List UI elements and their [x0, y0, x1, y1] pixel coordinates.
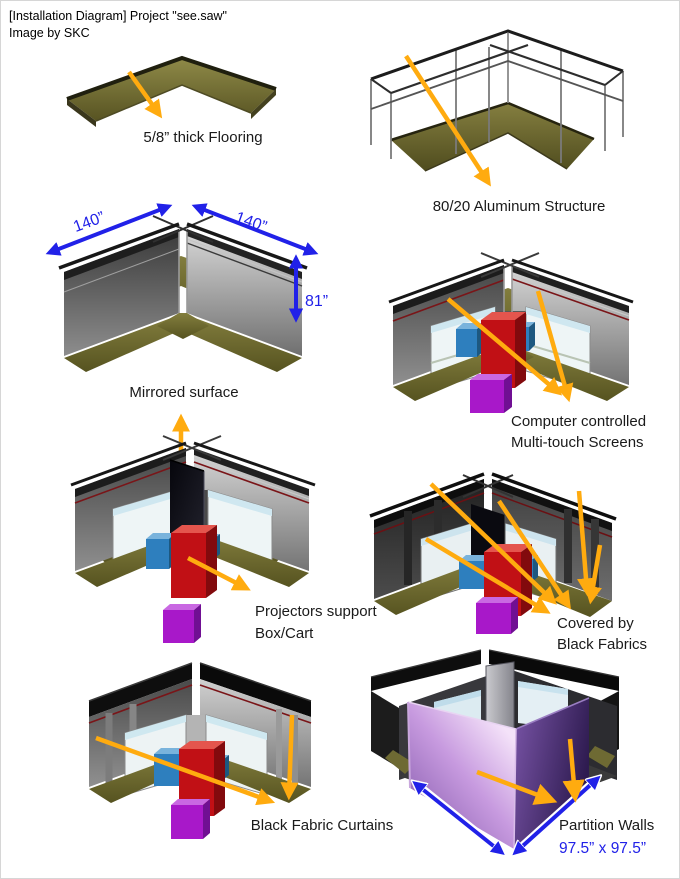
multitouch-screens-render	[388, 252, 634, 413]
corner-frame	[70, 435, 316, 487]
partition-walls-label: Partition Walls	[559, 817, 655, 834]
fabrics-label-line2: Black Fabrics	[557, 636, 648, 653]
page-title: [Installation Diagram] Project "see.saw"	[9, 9, 227, 23]
mirrored-walls-render: 140” 140” 81”	[45, 203, 328, 372]
projector-box-magenta	[470, 374, 512, 413]
projector-box-magenta	[476, 597, 518, 634]
floor-sliver-left	[385, 750, 415, 774]
projector-label-line2: Box/Cart	[255, 625, 314, 642]
black-fabrics-label: Covered by Black Fabrics	[557, 613, 647, 655]
projector-box-magenta	[163, 604, 201, 643]
orange-arrow	[186, 556, 251, 591]
orange-arrows	[424, 482, 603, 614]
dimension-width-right: 140”	[233, 209, 269, 236]
orange-arrow	[446, 297, 563, 396]
black-fabric-top-right	[199, 662, 312, 717]
orange-arrow	[95, 735, 276, 806]
multitouch-screens-label: Computer controlled Multi-touch Screens	[511, 411, 646, 453]
orange-arrow	[562, 738, 585, 803]
fabric-curtains-render	[88, 662, 312, 839]
fabrics-label-line1: Covered by	[557, 615, 634, 632]
projector-label-line1: Projectors support	[255, 603, 377, 620]
dimension-height: 81”	[305, 293, 328, 310]
partition-walls-dimension: 97.5” x 97.5”	[559, 840, 647, 857]
projector-box-magenta	[171, 799, 210, 839]
fabric-curtains-label: Black Fabric Curtains	[250, 817, 394, 834]
projector-cart-label: Projectors support Box/Cart	[255, 601, 377, 645]
orange-arrow	[476, 769, 558, 805]
orange-arrow	[280, 714, 299, 801]
orange-arrow	[404, 54, 491, 187]
orange-arrow	[127, 70, 163, 119]
black-fabric-roof	[370, 649, 620, 691]
projector-box-blue-left	[146, 533, 176, 569]
mirror-column-render	[70, 413, 316, 643]
image-credit: Image by SKC	[9, 26, 90, 40]
multitouch-label-line2: Multi-touch Screens	[511, 434, 644, 451]
blue-dimension-arrows	[45, 203, 319, 323]
partition-walls-render	[370, 649, 620, 861]
floor-slab	[66, 55, 277, 127]
flooring-render	[66, 55, 277, 127]
projector-box-red	[481, 312, 526, 388]
aluminum-frame	[370, 29, 624, 163]
projector-box-red	[171, 525, 217, 598]
black-fabric-top-left	[88, 662, 193, 717]
floor-sliver-right	[587, 746, 615, 768]
blue-dimension-arrow-left	[416, 784, 501, 852]
black-fabrics-render	[369, 472, 617, 634]
mirrored-surface-label: Mirrored surface	[129, 384, 239, 401]
flooring-label: 5/8” thick Flooring	[143, 129, 263, 146]
floor-front-band	[64, 313, 302, 372]
orange-arrow	[535, 290, 574, 403]
corner-frame	[369, 472, 617, 521]
floor-slab	[390, 101, 595, 172]
multitouch-label-line1: Computer controlled	[511, 413, 647, 430]
aluminum-structure-render	[370, 29, 624, 187]
aluminum-structure-label: 80/20 Aluminum Structure	[432, 198, 606, 215]
outer-wall-left	[371, 691, 399, 768]
